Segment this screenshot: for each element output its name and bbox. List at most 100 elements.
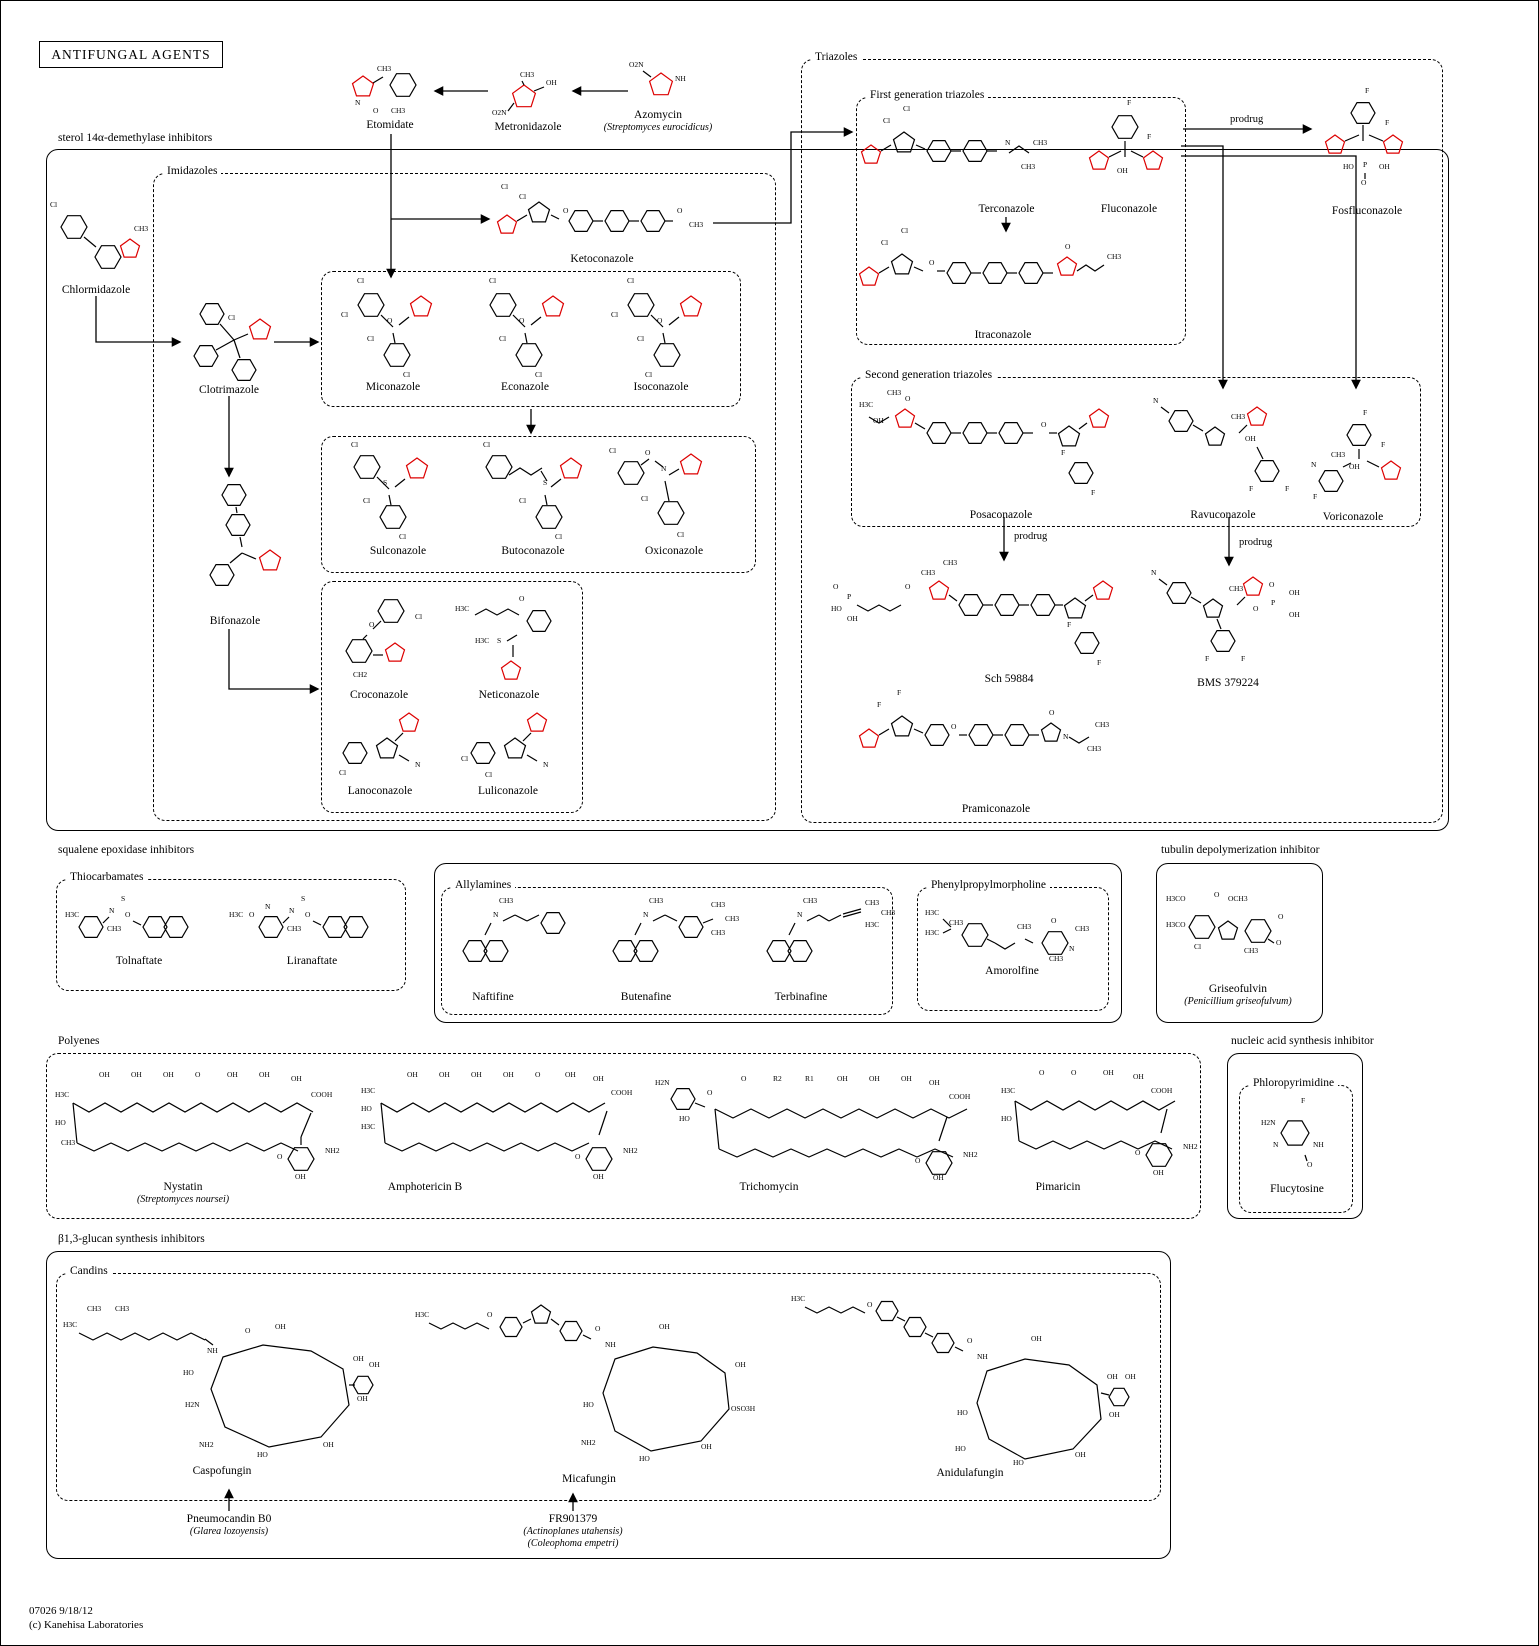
source-compound-label-1: FR901379(Actinoplanes utahensis)(Coleoph…: [453, 1513, 693, 1550]
compound-caption-butoconazole: Butoconazole: [501, 545, 564, 558]
atom-label: O: [905, 394, 911, 403]
bond-shape: [1160, 1108, 1168, 1134]
atom-label: OH: [901, 1074, 912, 1083]
compound-label-amphotericin-b: Amphotericin B: [387, 1181, 463, 1193]
compound-caption-chlormidazole: Chlormidazole: [62, 284, 130, 297]
atom-label: OH: [659, 1322, 670, 1331]
atom-label: Cl: [485, 770, 492, 779]
atom-label: CH3: [803, 896, 817, 905]
bond-shape: [526, 610, 552, 633]
atom-label: H3C: [859, 400, 873, 409]
bond-shape: [343, 916, 369, 939]
atom-label: O: [305, 910, 311, 919]
atom-label: CH3: [725, 914, 739, 923]
atom-label: F: [1385, 118, 1389, 127]
bond-shape: [1076, 264, 1105, 272]
azole-ring-shape: [858, 266, 880, 286]
bond-shape: [634, 922, 642, 936]
atom-label: OH: [323, 1440, 334, 1449]
azole-ring-shape: [559, 457, 583, 479]
atom-label: OH: [1075, 1450, 1086, 1459]
atom-label: HO: [957, 1408, 968, 1417]
compound-caption-fluconazole: Fluconazole: [1101, 203, 1157, 216]
azole-ring-shape: [1088, 150, 1110, 170]
bond-shape: [1318, 469, 1344, 493]
bond-shape: [60, 215, 88, 239]
bond-shape: [362, 634, 368, 640]
compound-caption-itraconazole: Itraconazole: [975, 329, 1032, 342]
bond-shape: [1202, 598, 1224, 618]
compound-label-flucytosine: Flucytosine: [1270, 1183, 1324, 1195]
compound-label-voriconazole: Voriconazole: [1322, 511, 1384, 523]
atom-label: R2: [773, 1074, 782, 1083]
azole-ring-shape: [894, 408, 916, 428]
bond-shape: [516, 214, 528, 222]
bond-shape: [210, 1344, 350, 1448]
bond-shape: [662, 332, 666, 344]
atom-label: OH: [1245, 434, 1256, 443]
bond-shape: [913, 266, 924, 272]
atom-label: N: [493, 910, 499, 919]
bond-shape: [233, 333, 249, 341]
bond-shape: [352, 1375, 374, 1395]
bond-shape: [913, 728, 924, 734]
map-copyright: (c) Kanehisa Laboratories: [29, 1618, 144, 1631]
atom-label: CH3: [943, 558, 957, 567]
atom-label: Cl: [555, 532, 562, 541]
compound-label-nystatin: Nystatin: [163, 1181, 203, 1193]
atom-label: CH3: [377, 64, 391, 73]
compound-label-bms-379224: BMS 379224: [1197, 677, 1259, 689]
structure-clotrimazole: Cl: [193, 303, 272, 382]
bond-shape: [219, 323, 235, 341]
bond-shape: [582, 1334, 592, 1340]
atom-label: Cl: [901, 226, 908, 235]
atom-label: O: [1214, 890, 1220, 899]
bond-shape: [1368, 134, 1384, 142]
atom-label: S: [383, 478, 387, 487]
compound-caption-caspofungin: Caspofungin: [193, 1465, 252, 1478]
atom-label: HO: [639, 1454, 650, 1463]
azole-ring-shape: [858, 728, 880, 748]
atom-label: CH3: [711, 928, 725, 937]
section-label-0: sterol 14α-demethylase inhibitors: [56, 132, 215, 144]
bond-shape: [1024, 938, 1034, 944]
azole-ring-shape: [526, 712, 548, 732]
atom-label: COOH: [949, 1092, 971, 1101]
bond-shape: [550, 1318, 560, 1326]
bond-shape: [1004, 723, 1030, 747]
bond-shape: [612, 939, 638, 963]
atom-label: CH3: [865, 898, 879, 907]
source-compound-organism-0: (Glarea lozoyensis): [189, 1526, 269, 1538]
atom-label: Cl: [611, 310, 618, 319]
azole-ring-shape: [409, 295, 433, 317]
atom-label: O: [967, 1336, 973, 1345]
bond-shape: [388, 494, 392, 506]
bond-shape: [1018, 261, 1044, 285]
section-label-2: tubulin depolymerization inhibitor: [1159, 844, 1322, 856]
atom-label: H3C: [361, 1122, 375, 1131]
compound-label-fluconazole: Fluconazole: [1100, 203, 1158, 215]
atom-label: O: [1049, 708, 1055, 717]
group-box-label-phloropyrimidine: Phloropyrimidine: [1249, 1077, 1339, 1089]
bond-shape: [994, 942, 1016, 950]
atom-label: O: [1039, 1068, 1045, 1077]
bond-shape: [239, 536, 243, 548]
atom-label: CH3: [107, 924, 121, 933]
structure-bifonazole: [209, 483, 282, 587]
atom-label: O: [487, 1310, 493, 1319]
bond-shape: [1041, 931, 1069, 955]
compound-caption-nystatin: Nystatin(Streptomyces noursei): [137, 1181, 229, 1206]
